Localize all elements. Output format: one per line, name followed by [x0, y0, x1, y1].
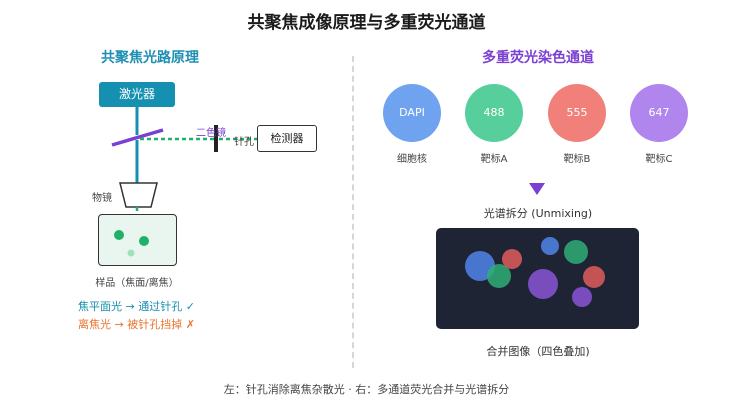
dichroic-label: 二色镜 — [196, 128, 226, 139]
dye-label: 靶标A — [480, 154, 508, 165]
dye-name: 647 — [648, 106, 670, 119]
dye-name: 488 — [483, 106, 505, 119]
cell-blob — [564, 240, 588, 264]
focal-light-note: 焦平面光 → 通过针孔 ✓ — [78, 300, 195, 313]
sample-label: 样品（焦面/离焦） — [95, 278, 179, 289]
dye-label: 细胞核 — [397, 154, 427, 165]
laser-box: 激光器 — [99, 82, 175, 107]
right-section-heading: 多重荧光染色通道 — [482, 50, 594, 66]
sample-dot — [139, 236, 149, 246]
down-arrow-icon — [529, 183, 545, 195]
sample-dot-offfocus — [127, 249, 135, 257]
sample-dots — [114, 230, 149, 257]
dye-555-circle: 555 — [548, 84, 606, 142]
objective-label: 物镜 — [92, 193, 112, 204]
unmixing-label: 光谱拆分 (Unmixing) — [483, 207, 593, 220]
cell-blob — [541, 237, 559, 255]
cell-blob — [502, 249, 522, 269]
dichroic-mirror — [111, 128, 164, 147]
section-divider — [352, 56, 354, 368]
dye-label: 靶标C — [645, 154, 673, 165]
sample-dot — [114, 230, 124, 240]
objective-lens — [119, 182, 158, 208]
page-title: 共聚焦成像原理与多重荧光通道 — [247, 13, 486, 33]
merged-image — [436, 228, 639, 329]
cell-blob — [487, 264, 511, 288]
sample-box — [98, 214, 177, 266]
pinhole-label: 针孔 — [234, 137, 254, 148]
left-section-heading: 共聚焦光路原理 — [101, 50, 199, 66]
cell-blob — [572, 287, 592, 307]
merged-cells — [465, 237, 605, 307]
cell-blob — [583, 266, 605, 288]
detector-box: 检测器 — [257, 125, 317, 152]
dye-dapi-circle: DAPI — [383, 84, 441, 142]
offfocal-light-note: 离焦光 → 被针孔挡掉 ✗ — [78, 318, 195, 331]
dye-label: 靶标B — [563, 154, 591, 165]
dye-name: 555 — [566, 106, 588, 119]
cell-blob — [528, 269, 558, 299]
dye-647-circle: 647 — [630, 84, 688, 142]
dye-name: DAPI — [399, 106, 425, 119]
figure-caption: 左：针孔消除离焦杂散光 · 右：多通道荧光合并与光谱拆分 — [223, 383, 510, 396]
dye-488-circle: 488 — [465, 84, 523, 142]
merged-image-label: 合并图像（四色叠加) — [486, 345, 590, 358]
